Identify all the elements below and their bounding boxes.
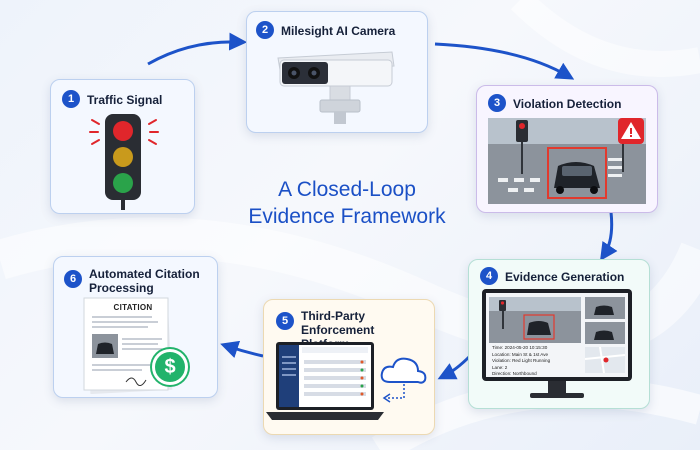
step-title: Automated Citation Processing: [89, 267, 200, 295]
step-header-3: 3 Violation Detection: [488, 94, 622, 112]
evidence-violation: Violation: Red Light Running: [492, 358, 551, 364]
step-number-badge: 5: [276, 312, 294, 330]
laptop-icon: [266, 342, 384, 420]
ai-camera-icon: [277, 51, 395, 124]
step-title: Milesight AI Camera: [281, 24, 396, 38]
evidence-direction: Direction: Northbound: [492, 371, 537, 377]
monitor-icon: [482, 289, 632, 398]
evidence-metadata: Time: 2024-05-20 10:15:30 Location: Main…: [492, 345, 587, 378]
dollar-coin-icon: $: [152, 349, 188, 385]
step-header-1: 1 Traffic Signal: [62, 90, 163, 108]
evidence-lane: Lane: 2: [492, 364, 508, 370]
arrow-2-to-3: [434, 42, 575, 80]
citation-heading: CITATION: [113, 303, 153, 312]
step-number-badge: 6: [64, 270, 82, 288]
warning-icon: [618, 118, 644, 144]
arrow-3-to-4: [600, 211, 618, 261]
diagram-title-line-1: A Closed-Loop: [278, 178, 416, 201]
arrow-4-to-5: [437, 354, 472, 380]
arrow-1-to-2: [147, 32, 248, 66]
step-number-badge: 3: [488, 94, 506, 112]
step-title: Violation Detection: [513, 97, 622, 111]
step-number-badge: 4: [480, 267, 498, 285]
step-header-2: 2 Milesight AI Camera: [256, 21, 396, 39]
evidence-location: Location: Main St & 1st Ave: [492, 351, 549, 357]
step-number-badge: 2: [256, 21, 274, 39]
diagram-title-line-2: Evidence Framework: [248, 205, 446, 228]
step-header-6: 6 Automated Citation Processing: [64, 267, 215, 295]
citation-document-icon: [83, 297, 173, 394]
evidence-time: Time: 2024-05-20 10:15:30: [492, 345, 548, 350]
step-title: Traffic Signal: [87, 93, 163, 107]
step-title: Evidence Generation: [505, 270, 625, 284]
traffic-light-icon: [89, 114, 159, 210]
cloud-icon: [380, 357, 427, 403]
step-number-badge: 1: [62, 90, 80, 108]
arrow-5-to-6: [220, 340, 264, 358]
step-header-4: 4 Evidence Generation: [480, 267, 625, 285]
diagram-title: A Closed-Loop Evidence Framework: [232, 176, 462, 230]
